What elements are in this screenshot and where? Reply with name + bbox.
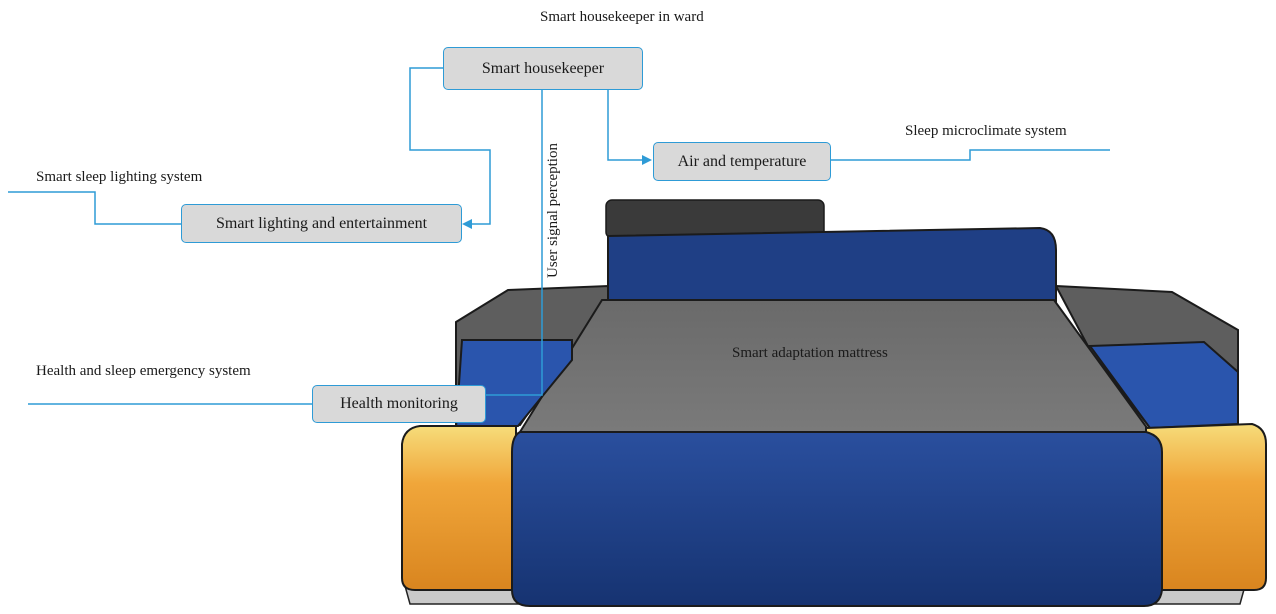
- connector-housekeeper-lighting: [409, 67, 491, 225]
- label-sleep-microclimate: Sleep microclimate system: [905, 123, 1067, 139]
- node-air-temperature: Air and temperature: [653, 142, 831, 181]
- bed-right-armrest: [1088, 340, 1239, 430]
- node-health-monitoring: Health monitoring: [312, 385, 486, 423]
- bed-footboard: [511, 431, 1163, 607]
- node-smart-housekeeper: Smart housekeeper: [443, 47, 643, 90]
- arrowheads: [462, 155, 652, 229]
- connector-signal: [486, 90, 543, 396]
- bed-right-cushion: [1145, 422, 1267, 591]
- label-smart-mattress: Smart adaptation mattress: [732, 345, 888, 361]
- bed-mattress: [518, 299, 1152, 433]
- label-user-signal-perception: User signal perception: [545, 143, 561, 278]
- arrowhead-lighting: [462, 219, 472, 229]
- connector-lines: [8, 67, 1110, 405]
- bed-headboard: [607, 226, 1057, 306]
- connector-air-microclimate: [830, 149, 1110, 161]
- node-smart-lighting: Smart lighting and entertainment: [181, 204, 462, 243]
- connector-lighting-system: [8, 191, 182, 225]
- bed-left-cushion: [401, 425, 517, 591]
- connector-housekeeper-air: [607, 90, 644, 161]
- label-smart-sleep-lighting: Smart sleep lighting system: [36, 169, 203, 185]
- label-health-emergency: Health and sleep emergency system: [36, 363, 251, 379]
- arrowhead-air: [642, 155, 652, 165]
- diagram-title: Smart housekeeper in ward: [540, 9, 704, 25]
